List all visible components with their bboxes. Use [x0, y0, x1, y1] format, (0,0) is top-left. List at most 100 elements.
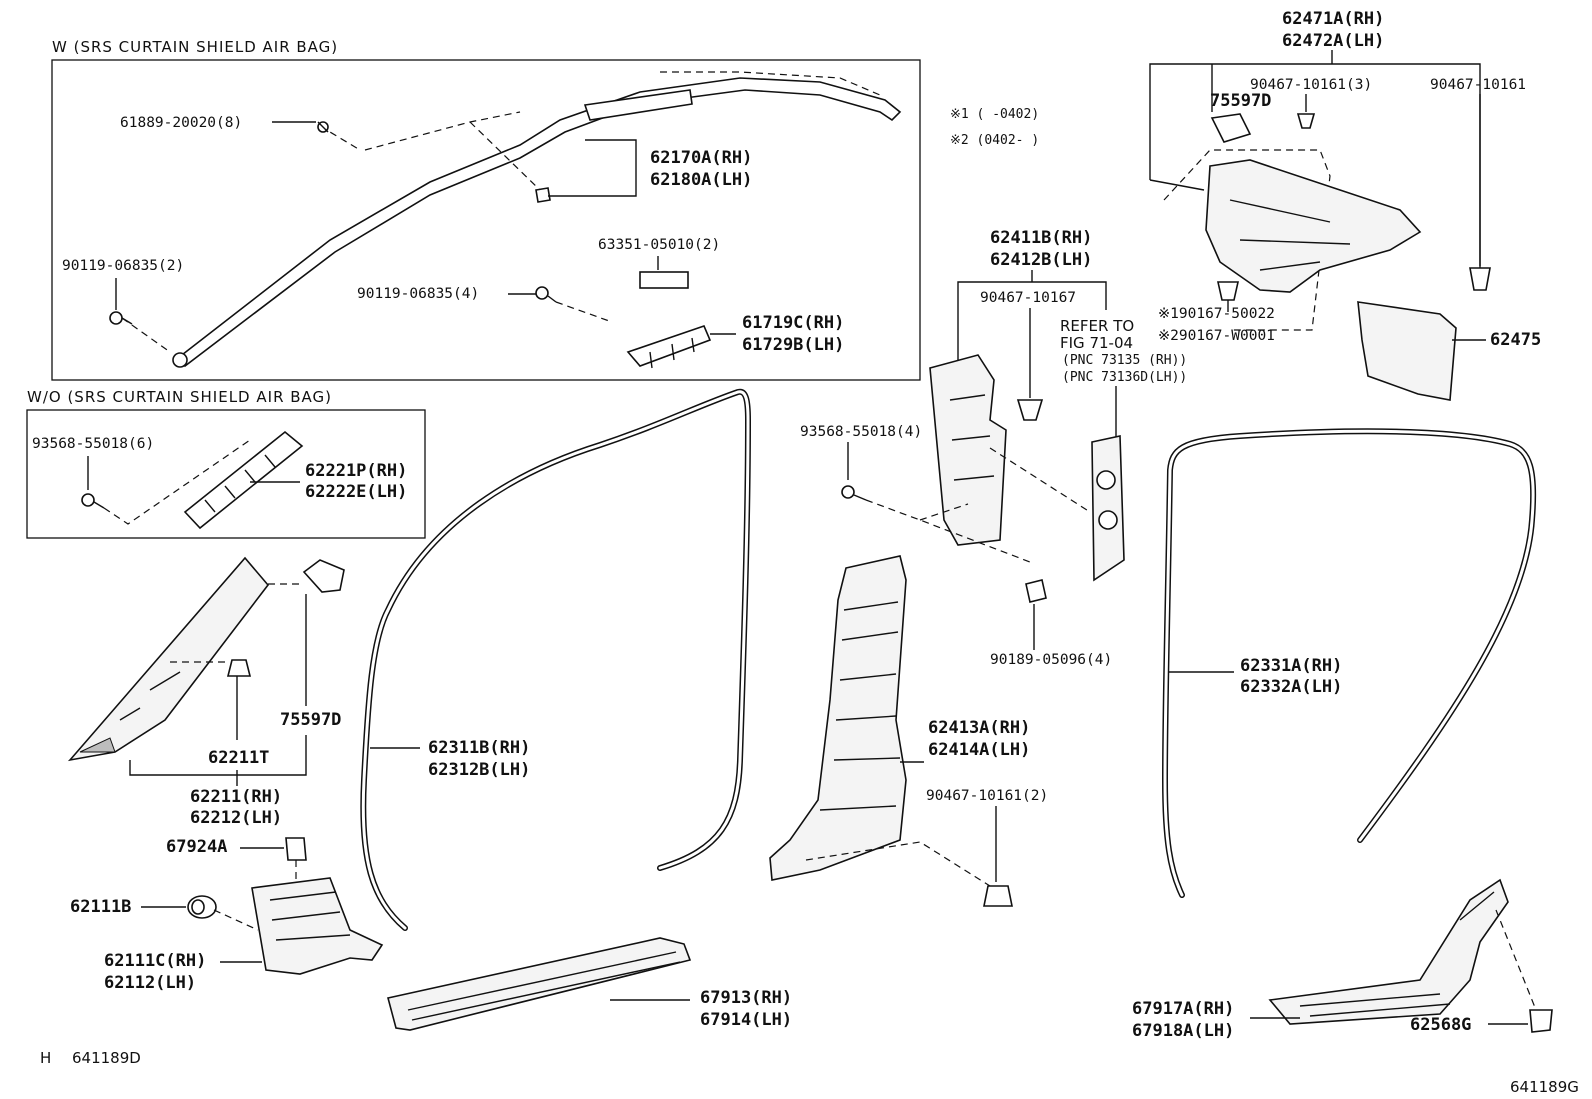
no-airbag-group-box: [26, 409, 426, 539]
part-label-62412: 62412B(LH): [990, 250, 1092, 270]
leader: [1163, 149, 1331, 331]
refer-line-1: REFER TO: [1060, 317, 1134, 335]
bolt-icon: [317, 121, 329, 133]
part-label-93568b: 93568-55018(4): [800, 424, 922, 440]
part-label-67918: 67918A(LH): [1132, 1021, 1234, 1041]
clip-icon: [535, 187, 551, 203]
center-pillar-upper-garnish: [929, 354, 1007, 546]
center-pillar-lower-garnish: [769, 555, 907, 881]
seat-belt-adjuster: [1091, 435, 1125, 582]
airbag-group-box: [51, 59, 921, 381]
leader: [989, 447, 1091, 513]
part-label-90119a: 90119-06835(2): [62, 258, 184, 274]
part-label-62332: 62332A(LH): [1240, 677, 1342, 697]
part-label-61889: 61889-20020(8): [120, 115, 242, 131]
leader: [555, 301, 613, 323]
leader: [319, 125, 361, 151]
label-tag-part: [639, 271, 689, 289]
leader: [1149, 179, 1205, 191]
header-without-airbag: W/O (SRS CURTAIN SHIELD AIR BAG): [27, 388, 332, 406]
leader: [364, 111, 521, 151]
part-label-75597a: 75597D: [280, 710, 341, 730]
leader: [865, 499, 1031, 563]
garnish-bracket: [183, 430, 304, 530]
part-label-75597b: 75597D: [1210, 91, 1271, 111]
package-tray-trim: [1357, 301, 1457, 401]
part-label-62211t: 62211T: [208, 748, 269, 768]
part-label-62472: 62472A(LH): [1282, 31, 1384, 51]
part-label-62212: 62212(LH): [190, 808, 282, 828]
refer-line-2: FIG 71-04: [1060, 334, 1133, 352]
part-label-62222: 62222E(LH): [305, 482, 407, 502]
part-label-62331: 62331A(RH): [1240, 656, 1342, 676]
part-label-67913: 67913(RH): [700, 988, 792, 1008]
part-label-90189: 90189-05096(4): [990, 652, 1112, 668]
part-label-62112: 62112(LH): [104, 973, 196, 993]
part-label-62180: 62180A(LH): [650, 170, 752, 190]
part-label-62311: 62311B(RH): [428, 738, 530, 758]
part-label-62413: 62413A(RH): [928, 718, 1030, 738]
quarter-trim-panel: [1205, 159, 1422, 293]
clip-icon: [1529, 1009, 1553, 1033]
leader: [548, 139, 637, 197]
clip-icon: [1210, 113, 1252, 143]
part-label-90467c: 90467-10161(3): [1250, 77, 1372, 93]
clip-icon: [983, 885, 1013, 907]
part-label-62111c: 62111C(RH): [104, 951, 206, 971]
part-label-90467d: 90467-10161: [1430, 77, 1526, 93]
leader: [957, 270, 1107, 360]
clip-icon: [226, 659, 252, 677]
part-label-62471: 62471A(RH): [1282, 9, 1384, 29]
header-with-airbag: W (SRS CURTAIN SHIELD AIR BAG): [52, 38, 338, 56]
leader: [469, 121, 541, 191]
front-pillar-garnish: [67, 556, 270, 762]
part-label-62211: 62211(RH): [190, 787, 282, 807]
part-label-62221: 62221P(RH): [305, 461, 407, 481]
rear-scuff-plate: [1268, 878, 1509, 1025]
part-label-62475: 62475: [1490, 330, 1541, 350]
leader: [121, 317, 171, 353]
part-label-90467a: 90467-10167: [980, 290, 1076, 306]
part-label-62170: 62170A(RH): [650, 148, 752, 168]
bolt-icon: [535, 286, 557, 303]
front-door-weatherstrip: [360, 388, 752, 931]
leader: [660, 71, 881, 96]
clip-icon: [1469, 267, 1491, 291]
bolt-icon: [81, 493, 105, 509]
refer-line-3: (PNC 73135 (RH)): [1062, 353, 1187, 368]
leader: [1495, 909, 1537, 1011]
bolt-icon: [841, 485, 867, 501]
clip-icon: [1217, 281, 1239, 301]
note-2: ※2 (0402- ): [950, 133, 1039, 148]
clip-icon: [302, 559, 345, 593]
part-label-90167b: ※290167-W0001: [1158, 328, 1275, 344]
clip-icon: [1016, 399, 1044, 421]
leader: [129, 735, 307, 776]
part-label-67914: 67914(LH): [700, 1010, 792, 1030]
part-label-62414: 62414A(LH): [928, 740, 1030, 760]
leader: [103, 439, 251, 525]
bolt-icon: [109, 311, 133, 325]
footer-code-left: 641189D: [72, 1049, 141, 1067]
rear-door-weatherstrip: [1161, 428, 1537, 898]
part-label-63351: 63351-05010(2): [598, 237, 720, 253]
part-label-62568: 62568G: [1410, 1015, 1471, 1035]
part-label-61719: 61719C(RH): [742, 313, 844, 333]
curtain-airbag: [172, 77, 902, 368]
part-label-90119b: 90119-06835(4): [357, 286, 479, 302]
note-1: ※1 ( -0402): [950, 107, 1039, 122]
part-label-67917: 67917A(RH): [1132, 999, 1234, 1019]
cowl-side-trim: [251, 877, 384, 975]
footer-code-right: 641189G: [1510, 1078, 1579, 1096]
cushion-icon: [187, 895, 217, 919]
part-label-62411: 62411B(RH): [990, 228, 1092, 248]
part-label-67924: 67924A: [166, 837, 227, 857]
part-label-90167a: ※190167-50022: [1158, 306, 1275, 322]
footer-prefix: H: [40, 1049, 51, 1067]
front-scuff-plate: [387, 937, 692, 1031]
leader: [213, 909, 259, 931]
clip-icon: [285, 837, 307, 861]
bracket-part: [626, 325, 712, 369]
part-label-62111b: 62111B: [70, 897, 131, 917]
